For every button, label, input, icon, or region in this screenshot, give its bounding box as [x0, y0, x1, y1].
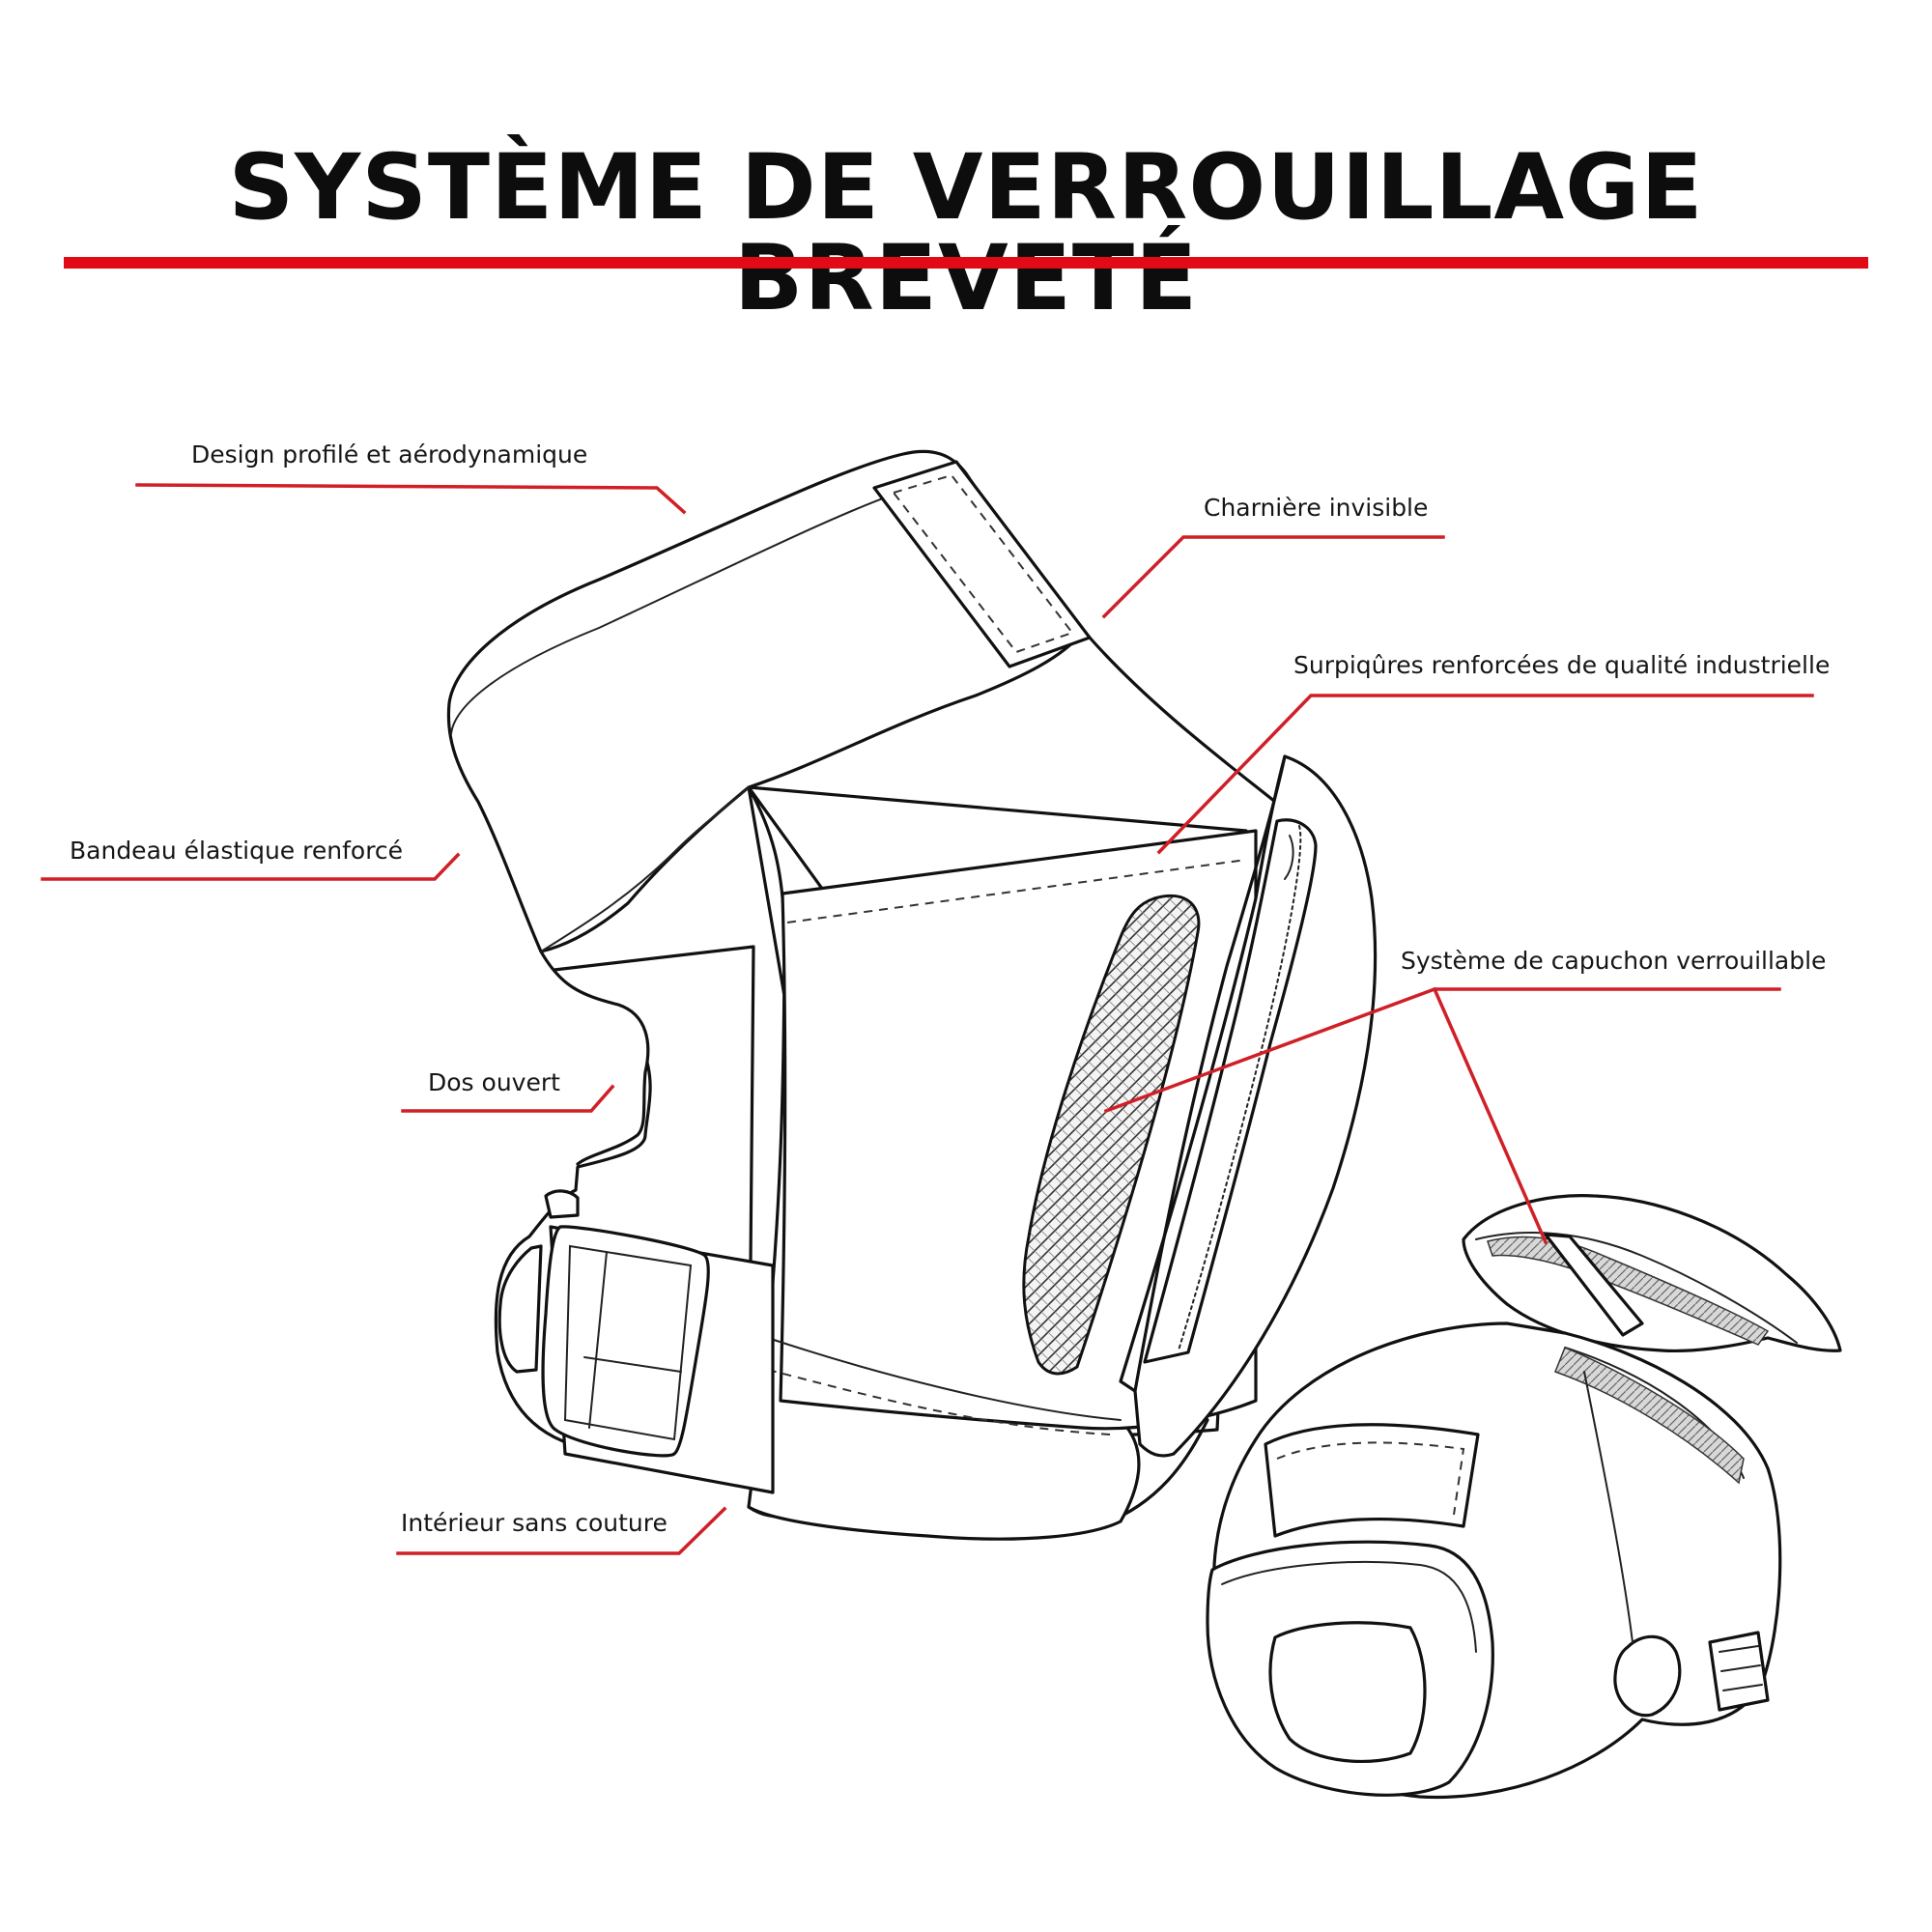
elastic-band [446, 449, 1084, 953]
leader-strap [41, 852, 461, 881]
main-knee-pad [446, 449, 1378, 1541]
page-title: SYSTÈME DE VERROUILLAGE BREVETÉ [228, 135, 1704, 331]
open-back-cutout [539, 950, 650, 1166]
callout-label-cap-system: Système de capuchon verrouillable [1401, 947, 1827, 975]
callout-label-interior: Intérieur sans couture [401, 1509, 668, 1537]
lower-pad-mesh-band [1554, 1347, 1745, 1485]
callout-label-hinge: Charnière invisible [1204, 494, 1429, 522]
secondary-knee-pad [1206, 1194, 1842, 1800]
leader-open-back [401, 1084, 615, 1113]
callout-label-strap: Bandeau élastique renforcé [70, 837, 404, 865]
callout-label-stitching: Surpiqûres renforcées de qualité industr… [1293, 651, 1831, 679]
mesh-vent [1022, 894, 1201, 1376]
locking-rail [1143, 818, 1318, 1364]
leader-hinge [1101, 535, 1445, 619]
callout-label-design: Design profilé et aérodynamique [191, 440, 588, 469]
buckle [541, 1225, 710, 1458]
callout-label-open-back: Dos ouvert [428, 1068, 560, 1096]
leader-interior [396, 1506, 727, 1555]
leader-cap-system-branch [1432, 986, 1548, 1245]
cap-tab [1544, 1233, 1644, 1337]
leader-stitching [1156, 694, 1814, 855]
leader-design [135, 483, 687, 515]
callout-leaders [41, 483, 1814, 1555]
title-underline [64, 257, 1868, 269]
